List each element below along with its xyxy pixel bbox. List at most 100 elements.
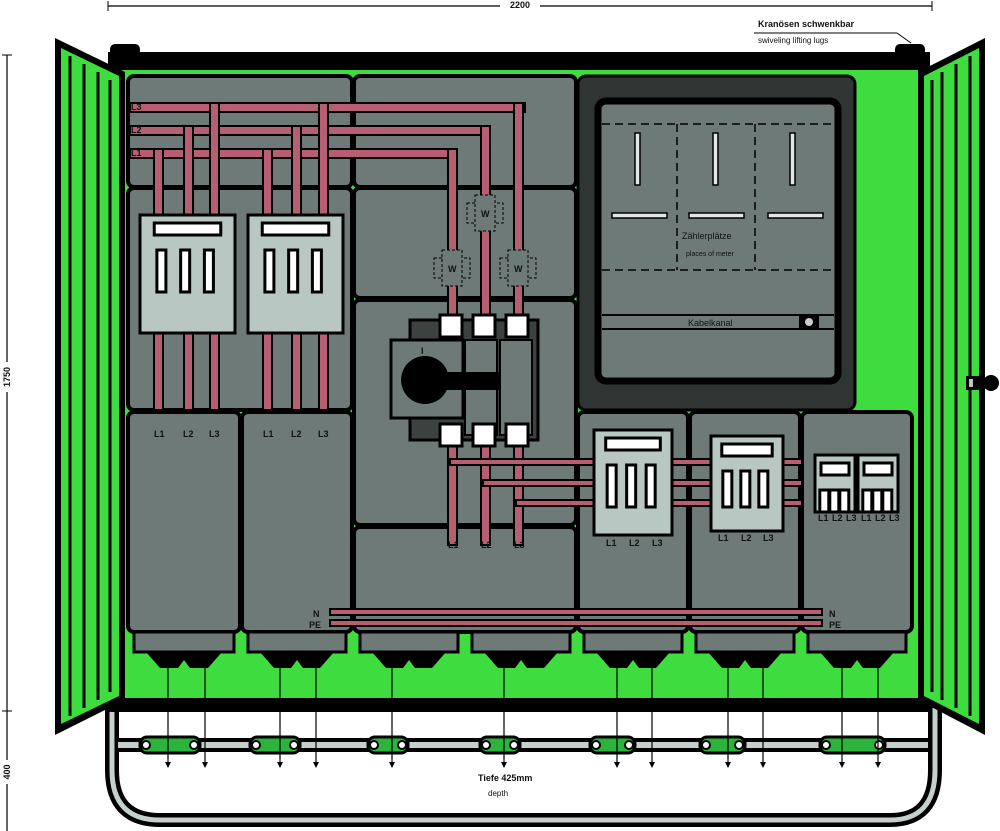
cable-gland-tray: [132, 630, 236, 654]
bolt-icon: [701, 740, 711, 750]
depth-label-de: Tiefe 425mm: [478, 773, 532, 783]
cable-gland: [484, 652, 558, 668]
arrow-icon: [725, 762, 731, 768]
height-dimension: 1750 400: [0, 54, 14, 831]
phase-label: L2: [832, 513, 843, 523]
fuse-slot: [310, 248, 323, 294]
height-label: 1750: [2, 367, 12, 387]
transformer-label: W: [514, 264, 523, 274]
bolt-icon: [481, 740, 491, 750]
arrow-icon: [277, 762, 283, 768]
arrow-icon: [649, 762, 655, 768]
base-height-label: 400: [2, 764, 12, 779]
neutral-label-left: N: [313, 609, 320, 619]
left-lifting-lug: [110, 44, 140, 56]
bolt-icon: [397, 740, 407, 750]
rail-plate: [478, 735, 522, 755]
switch-handle[interactable]: [425, 372, 500, 390]
phase-label: L3: [514, 540, 525, 550]
right-lifting-lug: [895, 44, 925, 56]
switch-terminal: [471, 422, 497, 448]
fuse-window: [862, 461, 894, 477]
base-frame: [105, 705, 942, 827]
current-transformer-icon: [474, 194, 496, 232]
phase-label: L1: [154, 429, 165, 439]
phase-label: L3: [318, 429, 329, 439]
phase-label: L2: [875, 513, 886, 523]
phase-label: L1: [718, 533, 729, 543]
meter-section: Zählerplätze places of meter Kabelkanal: [576, 74, 857, 412]
fuse-window: [604, 436, 662, 452]
switch-on-mark: I: [421, 346, 424, 356]
cable-gland-tray: [806, 630, 908, 654]
fuse-slot: [871, 488, 884, 514]
rail-plate: [248, 735, 302, 755]
main-switch[interactable]: I: [389, 318, 540, 442]
cable-gland-tray: [694, 630, 796, 654]
cable-duct-label: Kabelkanal: [688, 318, 733, 328]
bolt-icon: [289, 740, 299, 750]
earth-label-left: PE: [309, 620, 321, 630]
bolt-icon: [189, 740, 199, 750]
bolt-icon: [251, 740, 261, 750]
rail-plate: [138, 735, 202, 755]
fuse-slot: [838, 488, 851, 514]
phase-label: L3: [209, 429, 220, 439]
neutral-earth-bars: N PE N PE: [309, 608, 841, 630]
left-door[interactable]: [55, 38, 125, 735]
fuse-window: [720, 442, 774, 458]
bolt-icon: [591, 740, 601, 750]
arrow-icon: [839, 762, 845, 768]
depth-label-en: depth: [488, 789, 508, 798]
phase-label: L3: [889, 513, 900, 523]
busbar-label-l2: L2: [131, 125, 142, 135]
phase-label: L2: [183, 429, 194, 439]
transformer-label: W: [448, 264, 457, 274]
fuse-slot: [202, 248, 215, 294]
width-dimension: 2200: [107, 0, 933, 11]
neutral-label-right: N: [829, 609, 836, 619]
fuse-slot: [881, 488, 894, 514]
phase-label: L1: [606, 538, 617, 548]
lifting-lug-label-en: swiveling lifting lugs: [758, 36, 828, 45]
current-transformer-icon: [507, 249, 529, 287]
phase-label: L3: [763, 533, 774, 543]
cable-gland-tray: [470, 630, 572, 654]
bolt-icon: [874, 740, 884, 750]
busbar-label-l3: L3: [131, 102, 142, 112]
transformer-label: W: [481, 209, 490, 219]
fuse-slot: [263, 248, 276, 294]
door-handle[interactable]: [966, 375, 999, 391]
fuse-window: [152, 221, 223, 237]
current-transformer-icon: [441, 249, 463, 287]
lifting-lug-label-de: Kranösen schwenkbar: [758, 19, 855, 29]
arrow-icon: [165, 762, 171, 768]
fuse-slot: [179, 248, 192, 294]
cable-gland-tray: [246, 630, 348, 654]
fuse-slot: [625, 463, 638, 509]
fuse-slot: [605, 463, 618, 509]
fuse-slot: [155, 248, 168, 294]
fuse-slot: [818, 488, 831, 514]
earth-label-right: PE: [829, 620, 841, 630]
fuse-slot: [828, 488, 841, 514]
rail-plate: [818, 735, 887, 755]
busbar-label-l1: L1: [131, 148, 142, 158]
cable-gland: [820, 652, 894, 668]
phase-label: L1: [818, 513, 829, 523]
arrow-icon: [875, 762, 881, 768]
switch-terminal: [471, 313, 497, 339]
arrow-icon: [202, 762, 208, 768]
fuse-slot: [861, 488, 874, 514]
switch-terminal: [504, 313, 530, 339]
bolt-icon: [141, 740, 151, 750]
rail-plate: [588, 735, 637, 755]
arrow-icon: [389, 762, 395, 768]
cable-gland: [372, 652, 446, 668]
arrow-icon: [760, 762, 766, 768]
phase-label: L1: [448, 540, 459, 550]
phase-label: L2: [291, 429, 302, 439]
width-label: 2200: [510, 0, 530, 10]
phase-label: L3: [652, 538, 663, 548]
